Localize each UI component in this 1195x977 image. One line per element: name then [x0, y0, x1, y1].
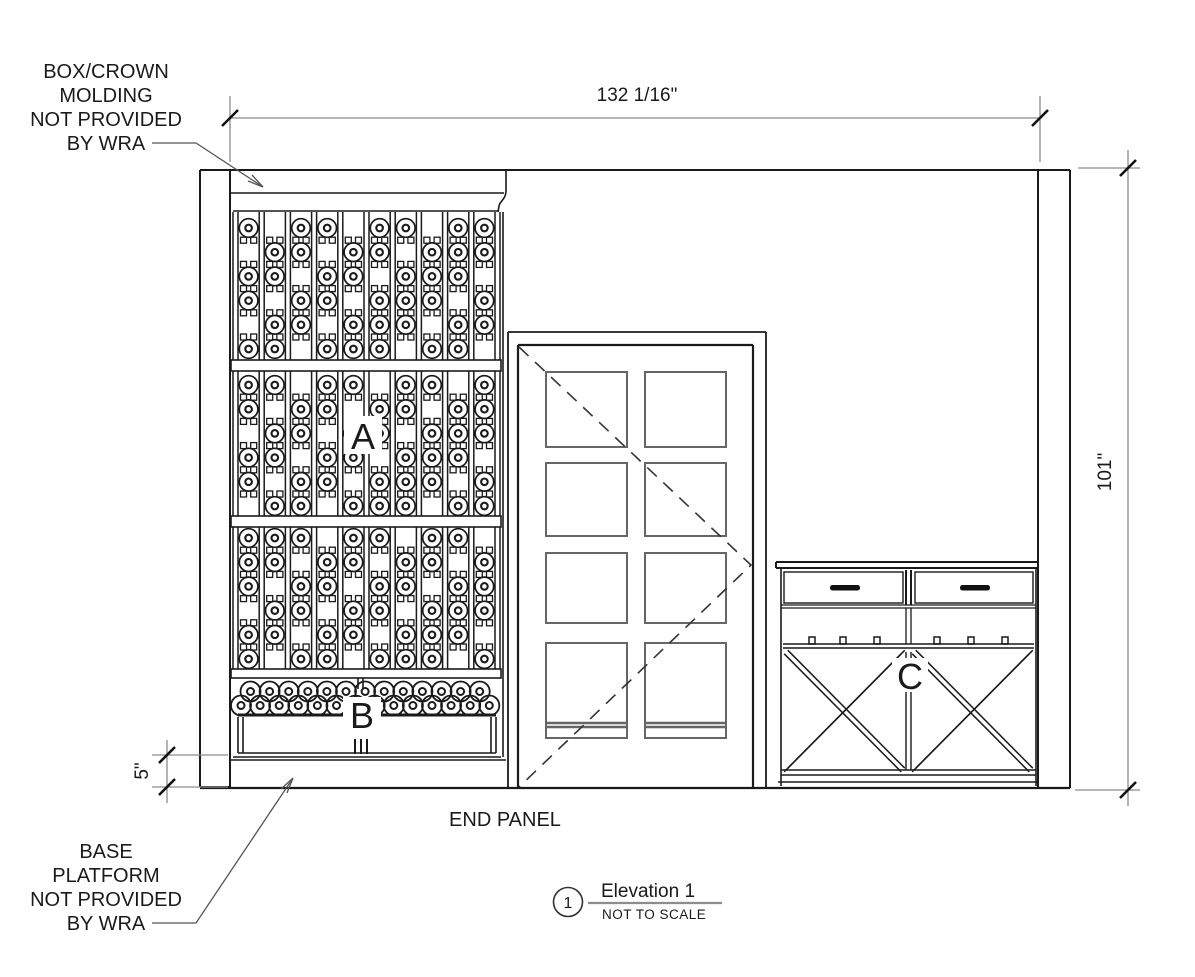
halo-a	[344, 416, 382, 454]
base-note-line-2: PLATFORM	[52, 865, 159, 887]
dim-width-extensions	[229, 96, 1041, 162]
tick-base-top	[158, 746, 176, 764]
dim-base-extensions	[152, 754, 228, 788]
tick-height-top	[1119, 159, 1137, 177]
cabinet-bottom-lines	[778, 769, 1038, 783]
crown-leader-arrowhead	[247, 174, 264, 188]
x-bin-diagonals	[783, 649, 1034, 773]
crown-leader	[152, 142, 264, 188]
dimension-ticks	[158, 109, 1137, 799]
crown-note-line-4: BY WRA	[67, 133, 146, 155]
dim-width-text: 132 1/16"	[597, 85, 678, 106]
wine-rack-rails	[232, 212, 501, 669]
base-leader-arrowhead	[280, 777, 294, 794]
label-rack-a: A	[351, 416, 375, 457]
door-leaf	[516, 343, 755, 788]
drawer-left-handle	[830, 585, 860, 591]
title-block: 1 Elevation 1 NOT TO SCALE	[552, 881, 722, 922]
pile-center-tab	[357, 678, 364, 689]
rack-shelf-bands	[230, 212, 504, 757]
label-bin-b: B	[350, 695, 374, 736]
drawer-left	[783, 571, 904, 604]
bin-sides	[237, 717, 497, 753]
detail-number: 1	[564, 895, 573, 912]
drawer-right	[914, 571, 1034, 604]
leader-lines	[152, 142, 294, 924]
crown-note-line-1: BOX/CROWN	[43, 61, 169, 83]
base-leader	[152, 777, 294, 924]
title-scale: NOT TO SCALE	[602, 907, 706, 922]
cabinet	[775, 561, 1038, 786]
bin-ticks	[354, 739, 368, 754]
base-note-line-4: BY WRA	[67, 913, 146, 935]
drawer-band-bottom	[781, 604, 1036, 609]
halo-c	[892, 658, 928, 692]
bulk-bin-structure	[230, 678, 506, 761]
label-halos	[343, 416, 928, 731]
base-note-line-3: NOT PROVIDED	[30, 889, 182, 911]
wall-outline	[199, 169, 1071, 790]
left-pilaster	[199, 170, 231, 788]
door-swing-dashed	[518, 346, 753, 788]
drawer-right-handle	[960, 585, 990, 591]
shelf-band-1	[230, 359, 502, 372]
shelf-band-3	[230, 668, 502, 679]
drawer-band-divider	[905, 570, 912, 605]
tick-base-bottom	[158, 778, 176, 796]
crown-note-line-3: NOT PROVIDED	[30, 109, 182, 131]
title-name: Elevation 1	[601, 881, 695, 902]
shelf-band-2	[230, 515, 502, 528]
door	[507, 331, 767, 788]
stemware-rail	[783, 643, 1034, 649]
right-wall-column	[1037, 170, 1071, 788]
tick-height-bottom	[1119, 781, 1137, 799]
stemware-pegs	[808, 636, 1009, 645]
detail-number-circle	[552, 886, 584, 918]
countertop	[775, 561, 1038, 569]
crown-note-line-2: MOLDING	[59, 85, 152, 107]
halo-b	[343, 697, 381, 731]
cabinet-sides	[780, 568, 1037, 786]
base-note-line-1: BASE	[79, 841, 132, 863]
door-casing	[507, 331, 767, 788]
dim-height-text: 101"	[1095, 453, 1116, 491]
dim-base-text: 5"	[132, 762, 153, 779]
cabinet-mid-divider	[905, 608, 912, 644]
crown-right-return	[497, 171, 507, 213]
door-panels	[545, 371, 727, 739]
label-cabinet-c: C	[897, 656, 923, 697]
texts: BOX/CROWN MOLDING NOT PROVIDED BY WRA BA…	[30, 61, 1116, 935]
tick-width-right	[1031, 109, 1049, 127]
end-panel-label: END PANEL	[449, 809, 561, 831]
crown-molding	[230, 171, 507, 213]
tick-width-left	[221, 109, 239, 127]
